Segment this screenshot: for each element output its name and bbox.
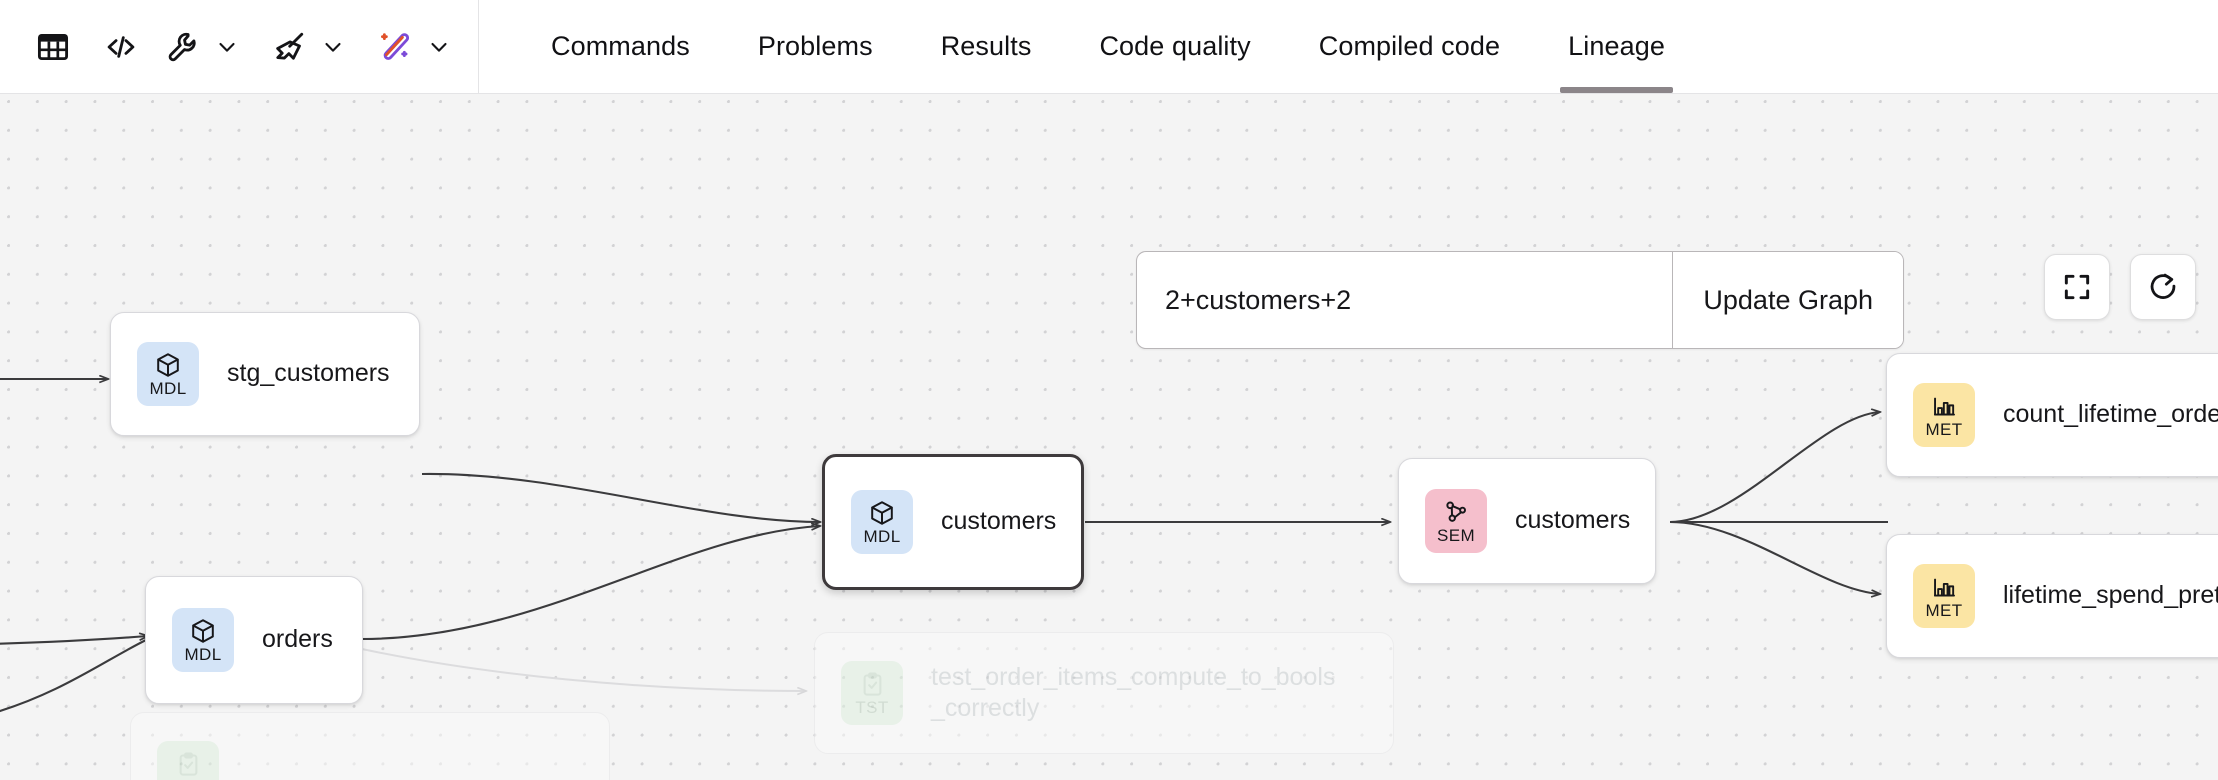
- node-type-badge-met: MET: [1913, 383, 1975, 447]
- node-lifetime-spend-pretax[interactable]: MET lifetime_spend_preta: [1886, 534, 2218, 658]
- badge-label: SEM: [1436, 526, 1476, 545]
- tab-bar: Commands Problems Results Code quality C…: [517, 0, 1699, 93]
- chevron-down-icon[interactable]: [316, 20, 350, 74]
- update-graph-button[interactable]: Update Graph: [1672, 252, 1903, 348]
- node-type-badge-tst: TST: [157, 741, 219, 780]
- table-view-icon[interactable]: [26, 20, 80, 74]
- badge-label: MDL: [863, 527, 901, 546]
- node-label: lifetime_spend_preta: [2003, 581, 2218, 610]
- format-dropdown[interactable]: [262, 20, 350, 74]
- node-label: orders: [262, 625, 333, 654]
- node-stg-customers[interactable]: MDL stg_customers: [110, 312, 420, 436]
- graph-query-input[interactable]: [1137, 252, 1673, 348]
- badge-label: MDL: [184, 645, 222, 664]
- node-type-badge-met: MET: [1913, 564, 1975, 628]
- node-type-badge-mdl: MDL: [137, 342, 199, 406]
- refresh-icon[interactable]: [2130, 254, 2196, 320]
- tab-code-quality[interactable]: Code quality: [1099, 31, 1251, 61]
- code-icon[interactable]: [94, 20, 148, 74]
- node-label: customers: [1515, 506, 1631, 535]
- tab-lineage[interactable]: Lineage: [1534, 0, 1699, 93]
- node-test-order-items[interactable]: TST test_order_items_compute_to_bools _c…: [814, 632, 1394, 754]
- tab-commands[interactable]: Commands: [551, 31, 690, 61]
- node-type-badge-tst: TST: [841, 661, 903, 725]
- badge-label: MDL: [149, 379, 187, 398]
- lineage-edges: [0, 94, 1888, 713]
- graph-query-bar: Update Graph: [1136, 251, 1904, 349]
- node-type-badge-mdl: MDL: [172, 608, 234, 672]
- node-label: test_order_items_compute_to_bools _corre…: [931, 662, 1336, 722]
- editor-tool-group: [0, 0, 479, 93]
- badge-label: MET: [1925, 419, 1963, 439]
- tab-compiled-code[interactable]: Compiled code: [1318, 31, 1501, 61]
- node-count-lifetime-orders[interactable]: MET count_lifetime_order: [1886, 353, 2218, 477]
- top-toolbar: Commands Problems Results Code quality C…: [0, 0, 2218, 94]
- chevron-down-icon[interactable]: [422, 20, 456, 74]
- lineage-canvas[interactable]: MDL stg_customers MDL orders: [0, 94, 2218, 780]
- fit-view-icon[interactable]: [2044, 254, 2110, 320]
- node-type-badge-sem: SEM: [1425, 489, 1487, 553]
- canvas-controls: [2044, 254, 2196, 320]
- node-label: count_lifetime_order: [2003, 400, 2218, 429]
- badge-label: TST: [855, 697, 889, 717]
- tab-results[interactable]: Results: [940, 31, 1032, 61]
- badge-label: MET: [1925, 600, 1963, 620]
- broom-icon[interactable]: [262, 20, 316, 74]
- magic-wand-icon[interactable]: [368, 20, 422, 74]
- node-label: stg_customers: [227, 359, 390, 388]
- node-customers-model[interactable]: MDL customers: [822, 454, 1084, 590]
- node-label: customers: [941, 507, 1057, 536]
- node-test-partial[interactable]: TST: [130, 712, 610, 780]
- ai-assist-dropdown[interactable]: [368, 20, 456, 74]
- node-type-badge-mdl: MDL: [851, 490, 913, 554]
- tab-problems[interactable]: Problems: [757, 31, 873, 61]
- wrench-icon[interactable]: [156, 20, 210, 74]
- node-orders[interactable]: MDL orders: [145, 576, 363, 704]
- node-customers-semantic[interactable]: SEM customers: [1398, 458, 1656, 584]
- tools-dropdown[interactable]: [156, 20, 244, 74]
- badge-label: TST: [171, 779, 204, 780]
- chevron-down-icon[interactable]: [210, 20, 244, 74]
